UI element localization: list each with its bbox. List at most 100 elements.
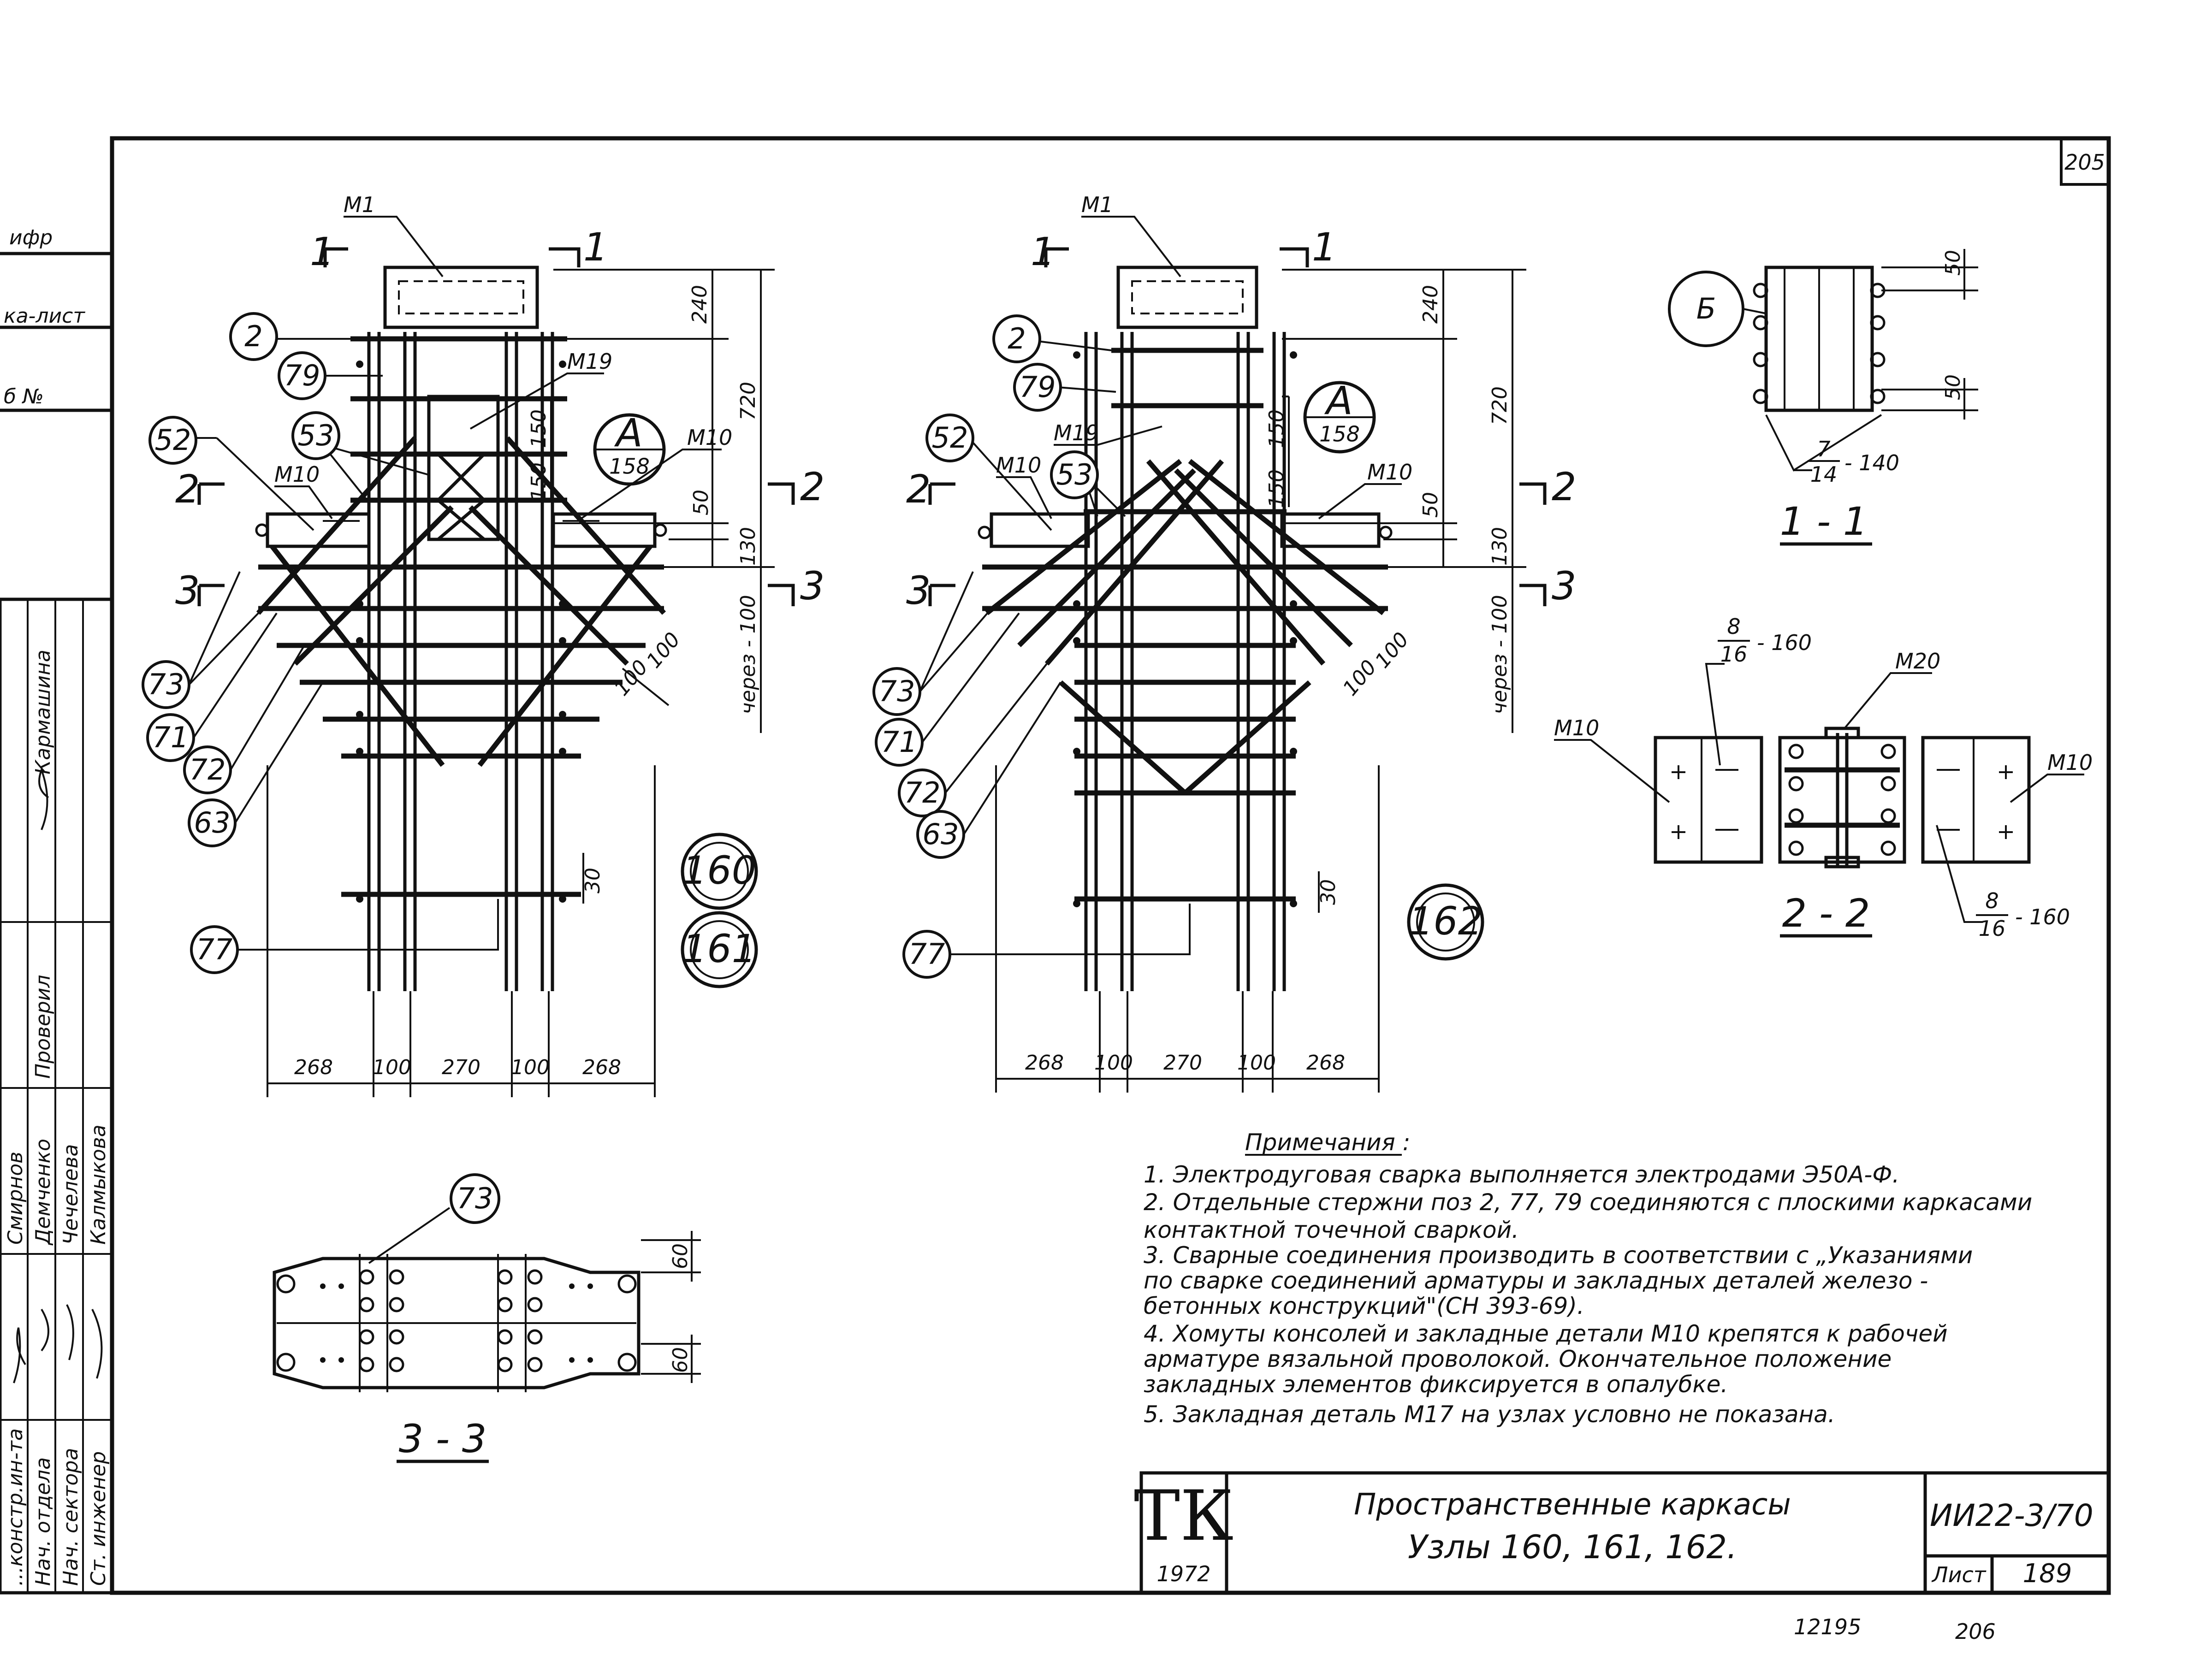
svg-text:16: 16 — [1720, 642, 1748, 667]
svg-text:270: 270 — [442, 1056, 480, 1079]
signature-scribble — [13, 767, 103, 1383]
rebar-dots-left — [255, 361, 667, 903]
strip-role-4: Ст. инженер — [87, 1451, 110, 1586]
title-line-2: Узлы 160, 161, 162. — [1408, 1528, 1737, 1566]
svg-text:8: 8 — [1985, 888, 1999, 913]
svg-text:16: 16 — [1979, 916, 2006, 941]
notes-heading: Примечания : — [1245, 1129, 1411, 1156]
strip-role-1: ...констр.ин-та — [4, 1428, 27, 1586]
svg-text:73: 73 — [148, 668, 184, 701]
diagonal-bars-right — [985, 459, 1385, 795]
callout-53-left: 53 — [291, 411, 429, 503]
svg-text:79: 79 — [1020, 370, 1056, 404]
callout-63-right: 63 — [916, 681, 1062, 859]
svg-text:268: 268 — [1025, 1051, 1064, 1075]
svg-text:100: 100 — [610, 656, 652, 700]
section-2-right-b: 2 — [1552, 464, 1576, 509]
svg-text:150: 150 — [1265, 469, 1288, 508]
svg-text:- 160: - 160 — [2015, 904, 2070, 929]
section-3-left-b: 3 — [800, 563, 824, 609]
part-m10-22-right: М10 — [2047, 750, 2093, 775]
title-block: ТК 1972 Пространственные каркасы Узлы 16… — [1134, 1471, 2111, 1595]
part-m19-right: М19 — [1054, 420, 1099, 445]
svg-text:100: 100 — [373, 1056, 411, 1079]
svg-text:130: 130 — [1488, 527, 1512, 566]
dims-vertical-right: 240 720 150 150 50 130 через - 100 30 10… — [1265, 269, 1526, 913]
svg-text:53: 53 — [298, 419, 334, 452]
svg-text:77: 77 — [196, 933, 233, 966]
note-line-5: по сварке соединений арматуры и закладны… — [1144, 1267, 1928, 1294]
callout-73-left: 73 — [142, 571, 264, 709]
svg-text:100: 100 — [1370, 628, 1413, 673]
callout-73-right: 73 — [872, 571, 992, 716]
svg-text:150: 150 — [1265, 409, 1288, 448]
section-3-left-a: 3 — [175, 568, 200, 613]
svg-text:270: 270 — [1163, 1051, 1202, 1075]
svg-text:53: 53 — [1056, 458, 1093, 491]
svg-text:2: 2 — [1008, 322, 1026, 355]
sheet-number: 189 — [2023, 1559, 2072, 1589]
ref-a-158-right: А 158 — [1303, 378, 1376, 454]
svg-text:720: 720 — [1488, 386, 1512, 425]
section-2-right-a: 2 — [906, 467, 931, 512]
svg-text:79: 79 — [284, 359, 320, 392]
title-line-1: Пространственные каркасы — [1354, 1488, 1791, 1522]
svg-text:8: 8 — [1727, 614, 1740, 639]
strip-role-3: Нач. сектора — [59, 1448, 83, 1586]
svg-text:63: 63 — [923, 817, 959, 851]
callout-63-left: 63 — [188, 681, 324, 847]
ref-a-158-left: А 158 — [593, 410, 666, 486]
note-line-3: контактной точечной сваркой. — [1144, 1217, 1519, 1243]
section-2-left-b: 2 — [800, 464, 824, 509]
part-m1-right: М1 — [1081, 192, 1113, 217]
svg-text:А: А — [1324, 378, 1352, 423]
callout-53-right: 53 — [1050, 450, 1126, 517]
callout-77-left: 77 — [190, 899, 499, 974]
section-1-1: Б 50 50 7 14 - 140 1 - 1 — [1668, 249, 1978, 546]
section-2-2-title: 2 - 2 — [1782, 891, 1870, 936]
left-stamp-strip: ифр ка-лист б № ...констр.ин-та Нач. отд… — [0, 226, 114, 1595]
svg-text:через - 100: через - 100 — [1488, 595, 1512, 714]
svg-text:158: 158 — [1319, 422, 1360, 447]
title-year: 1972 — [1156, 1561, 1210, 1586]
svg-text:720: 720 — [736, 382, 760, 420]
node-id-161: 161 — [681, 911, 758, 988]
part-m10-right-b: М10 — [1367, 460, 1412, 485]
part-m1: М1 — [344, 192, 375, 217]
callout-2-left: 2 — [229, 312, 350, 361]
logo-tk: ТК — [1134, 1476, 1234, 1556]
note-line-8: арматуре вязальной проволокой. Окончател… — [1144, 1346, 1892, 1372]
callout-b: Б — [1668, 271, 1767, 347]
strip-check-name: Кармашина — [31, 650, 55, 774]
vertical-rebars-left — [367, 332, 554, 991]
callout-73-section: 73 — [368, 1173, 500, 1264]
strip-label-number: б № — [4, 385, 44, 408]
node-id-160: 160 — [681, 833, 758, 910]
svg-text:52: 52 — [155, 423, 191, 457]
note-line-1: 1. Электродуговая сварка выполняется эле… — [1144, 1161, 1899, 1188]
svg-text:130: 130 — [736, 527, 760, 566]
svg-text:50: 50 — [1941, 250, 1965, 276]
svg-text:А: А — [614, 410, 642, 455]
svg-text:Б: Б — [1696, 292, 1716, 325]
m1-plate — [383, 266, 539, 329]
svg-text:60: 60 — [669, 1347, 692, 1373]
svg-text:268: 268 — [1306, 1051, 1345, 1075]
note-line-4: 3. Сварные соединения производить в соот… — [1144, 1242, 1973, 1269]
callout-77-right: 77 — [902, 904, 1191, 979]
note-line-2: 2. Отдельные стержни поз 2, 77, 79 соеди… — [1144, 1189, 2032, 1216]
svg-text:73: 73 — [879, 674, 915, 708]
note-line-10: 5. Закладная деталь М17 на узлах условно… — [1144, 1401, 1835, 1428]
svg-text:50: 50 — [1941, 374, 1965, 400]
svg-text:30: 30 — [581, 868, 605, 893]
sheet-frame: 205 — [110, 136, 2111, 1595]
svg-text:73: 73 — [457, 1182, 493, 1215]
svg-text:- 140: - 140 — [1844, 450, 1899, 475]
section-1-left-a: 1 — [310, 229, 334, 274]
section-1-right-a: 1 — [1031, 229, 1055, 274]
svg-text:50: 50 — [1419, 492, 1442, 518]
callout-79-left: 79 — [278, 351, 383, 400]
svg-text:- 160: - 160 — [1757, 630, 1812, 655]
section-2-2: М20 М10 М10 8 16 - 160 8 16 - 160 2 - 2 — [1554, 614, 2093, 941]
svg-text:240: 240 — [688, 285, 712, 324]
